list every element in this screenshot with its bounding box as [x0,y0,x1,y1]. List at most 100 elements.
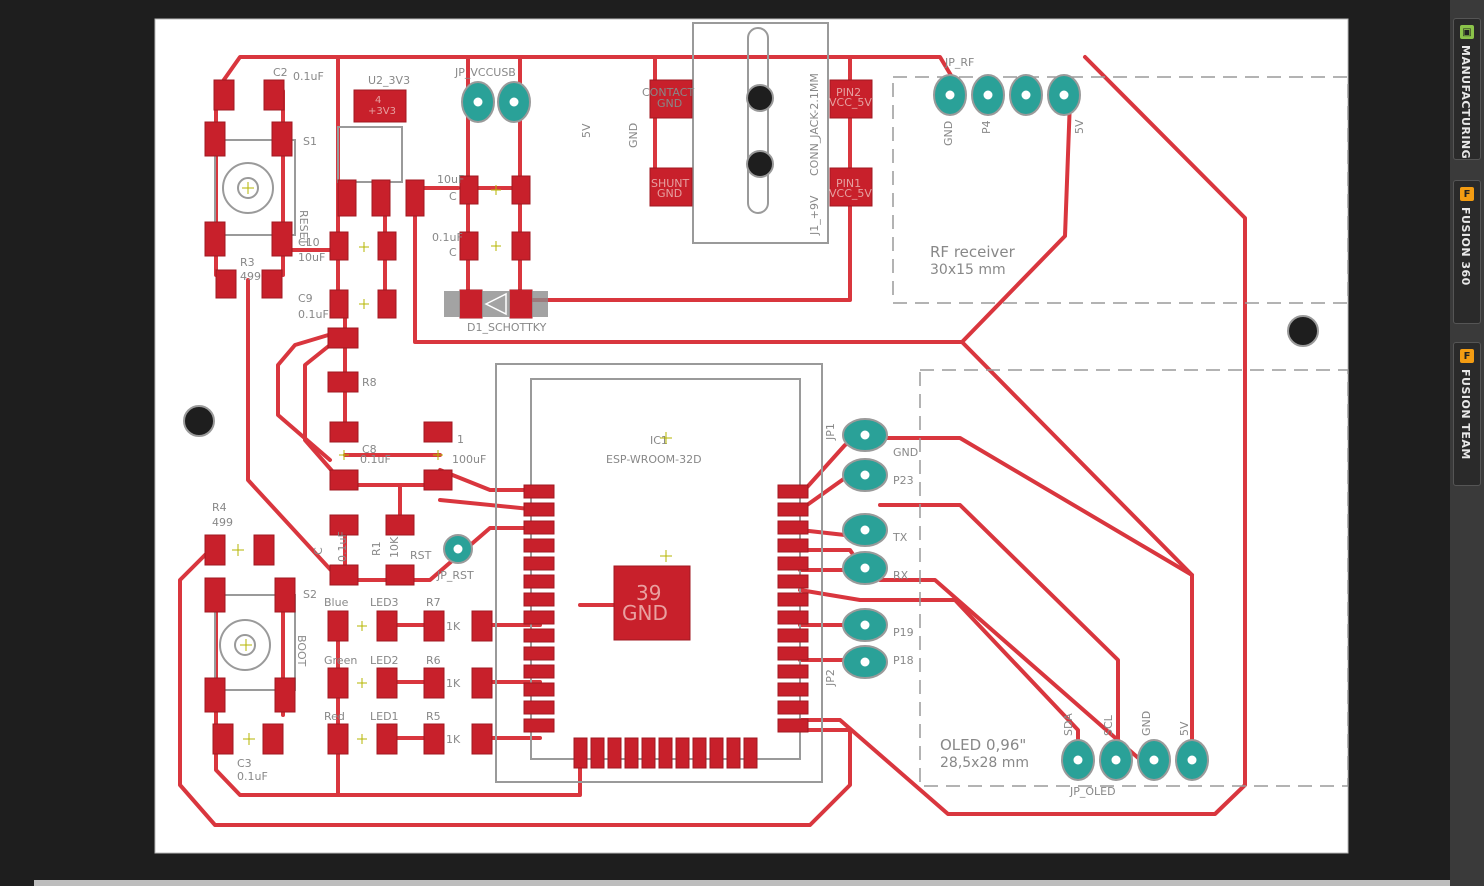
label-contact-2: GND [657,97,682,110]
label-c3: C3 [237,757,252,770]
label-rf-5v: 5V [1073,119,1086,134]
label-r4v: 499 [212,516,233,529]
label-oled-size: 28,5x28 mm [940,755,1029,771]
label-c8: C8 [362,443,377,456]
right-panel-rail: ▣ MANUFACTURING F FUSION 360 F FUSION TE… [1450,0,1484,886]
label-shunt-1: SHUNT [651,177,690,190]
silk-labels: C2 0.1uF U2_3V3 4 +3V3 JP_VCCUSB S1 RESE… [212,56,1191,798]
label-h-tx: TX [892,531,908,544]
label-boot: BOOT [295,635,308,667]
tab-manufacturing-label: MANUFACTURING [1459,45,1472,160]
label-jp-rst: JP_RST [436,569,474,582]
label-c-10uf: 10uF [437,173,464,186]
label-reset: RESET [297,210,310,246]
horizontal-scrollbar[interactable] [34,880,1450,886]
pcb-canvas[interactable]: C2 0.1uF U2_3V3 4 +3V3 JP_VCCUSB S1 RESE… [0,0,1450,886]
label-h-19: P19 [893,626,914,639]
diode-body [444,291,548,317]
label-pin2-1: PIN2 [836,86,861,99]
label-blue: Blue [324,596,349,609]
label-shunt-2: GND [657,187,682,200]
label-oled-5v: 5V [1178,721,1191,736]
label-c100: 100uF [452,453,486,466]
label-jp-rf: JP_RF [944,56,974,69]
label-gnd-jack: GND [627,123,640,148]
label-r8: R8 [362,376,377,389]
label-red: Red [324,710,345,723]
label-rst: RST [410,549,432,562]
label-h-rx: RX [893,569,909,582]
label-r3: R3 [240,256,255,269]
label-u2: U2_3V3 [368,74,410,87]
label-c9: C9 [298,292,313,305]
esp32-pads [523,484,809,769]
tab-fusion-team[interactable]: F FUSION TEAM [1453,342,1481,486]
label-d1: D1_SCHOTTKY [467,321,547,334]
label-jp2: JP2 [824,669,837,687]
label-rf-title: RF receiver [930,243,1016,261]
fusion-360-icon: F [1460,187,1474,201]
diode-symbol [484,292,507,316]
label-green: Green [324,654,357,667]
label-pin2-2: VCC_5V [829,96,872,109]
label-led3: LED3 [370,596,399,609]
label-1k-b: 1K [446,677,461,690]
label-rf-size: 30x15 mm [930,262,1006,278]
module-outlines [892,76,1349,787]
label-led1: LED1 [370,710,399,723]
label-h-gnd: GND [893,446,918,459]
label-rf-gnd: GND [942,121,955,146]
pcb-layout[interactable]: C2 0.1uF U2_3V3 4 +3V3 JP_VCCUSB S1 RESE… [0,0,1450,886]
label-c7v: 0.1uF [336,531,349,562]
label-c3v: 0.1uF [237,770,268,783]
label-pad-39: 39 [636,581,661,605]
label-pin1-2: VCC_5V [829,187,872,200]
label-led2: LED2 [370,654,399,667]
label-r4: R4 [212,501,227,514]
label-contact-1: CONTACT [642,86,694,99]
tht-pads [443,74,1209,781]
label-5v-jack: 5V [580,123,593,138]
label-r7: R7 [426,596,441,609]
label-pad-gnd: GND [622,601,668,625]
label-esp: ESP-WROOM-32D [606,453,702,466]
label-jp-vccusb: JP_VCCUSB [454,66,516,79]
tab-fusion-360[interactable]: F FUSION 360 [1453,180,1481,324]
label-c2: C2 [273,66,288,79]
label-c-c2: C [449,246,457,259]
tab-manufacturing[interactable]: ▣ MANUFACTURING [1453,18,1481,160]
label-jp-oled: JP_OLED [1069,785,1116,798]
label-pin1-1: PIN1 [836,177,861,190]
origin-markers [232,182,672,745]
label-1k-c: 1K [446,733,461,746]
label-jp1: JP1 [824,423,837,441]
label-r3v: 499 [240,270,261,283]
label-oled-sda: SDA [1062,713,1075,736]
label-rf-p4: P4 [980,120,993,134]
manufacturing-icon: ▣ [1460,25,1474,39]
label-conn-jack: CONN_JACK-2.1MM [808,73,821,176]
label-oled-scl: SCL [1102,714,1115,736]
label-j1: J1_+9V [808,195,821,236]
label-r6: R6 [426,654,441,667]
label-c8v: 0.1uF [360,453,391,466]
label-r1: R1 [370,541,383,556]
label-c2v: 0.1uF [293,70,324,83]
label-ic1: IC1 [650,434,668,447]
label-oled-title: OLED 0,96" [940,736,1026,754]
label-u2v: +3V3 [368,106,396,117]
tab-fusion-team-label: FUSION TEAM [1459,369,1472,460]
label-h-23: P23 [893,474,914,487]
label-oled-gnd: GND [1140,711,1153,736]
mounting-holes [183,84,1319,437]
label-c-01uf: 0.1uF [432,231,463,244]
diode-pad [460,290,482,318]
tab-fusion-360-label: FUSION 360 [1459,207,1472,286]
label-1k-a: 1K [446,620,461,633]
label-r1v: 10K [388,536,401,558]
label-s1: S1 [303,135,317,148]
fusion-team-icon: F [1460,349,1474,363]
label-r5: R5 [426,710,441,723]
label-c7: C [312,547,325,555]
label-s2: S2 [303,588,317,601]
